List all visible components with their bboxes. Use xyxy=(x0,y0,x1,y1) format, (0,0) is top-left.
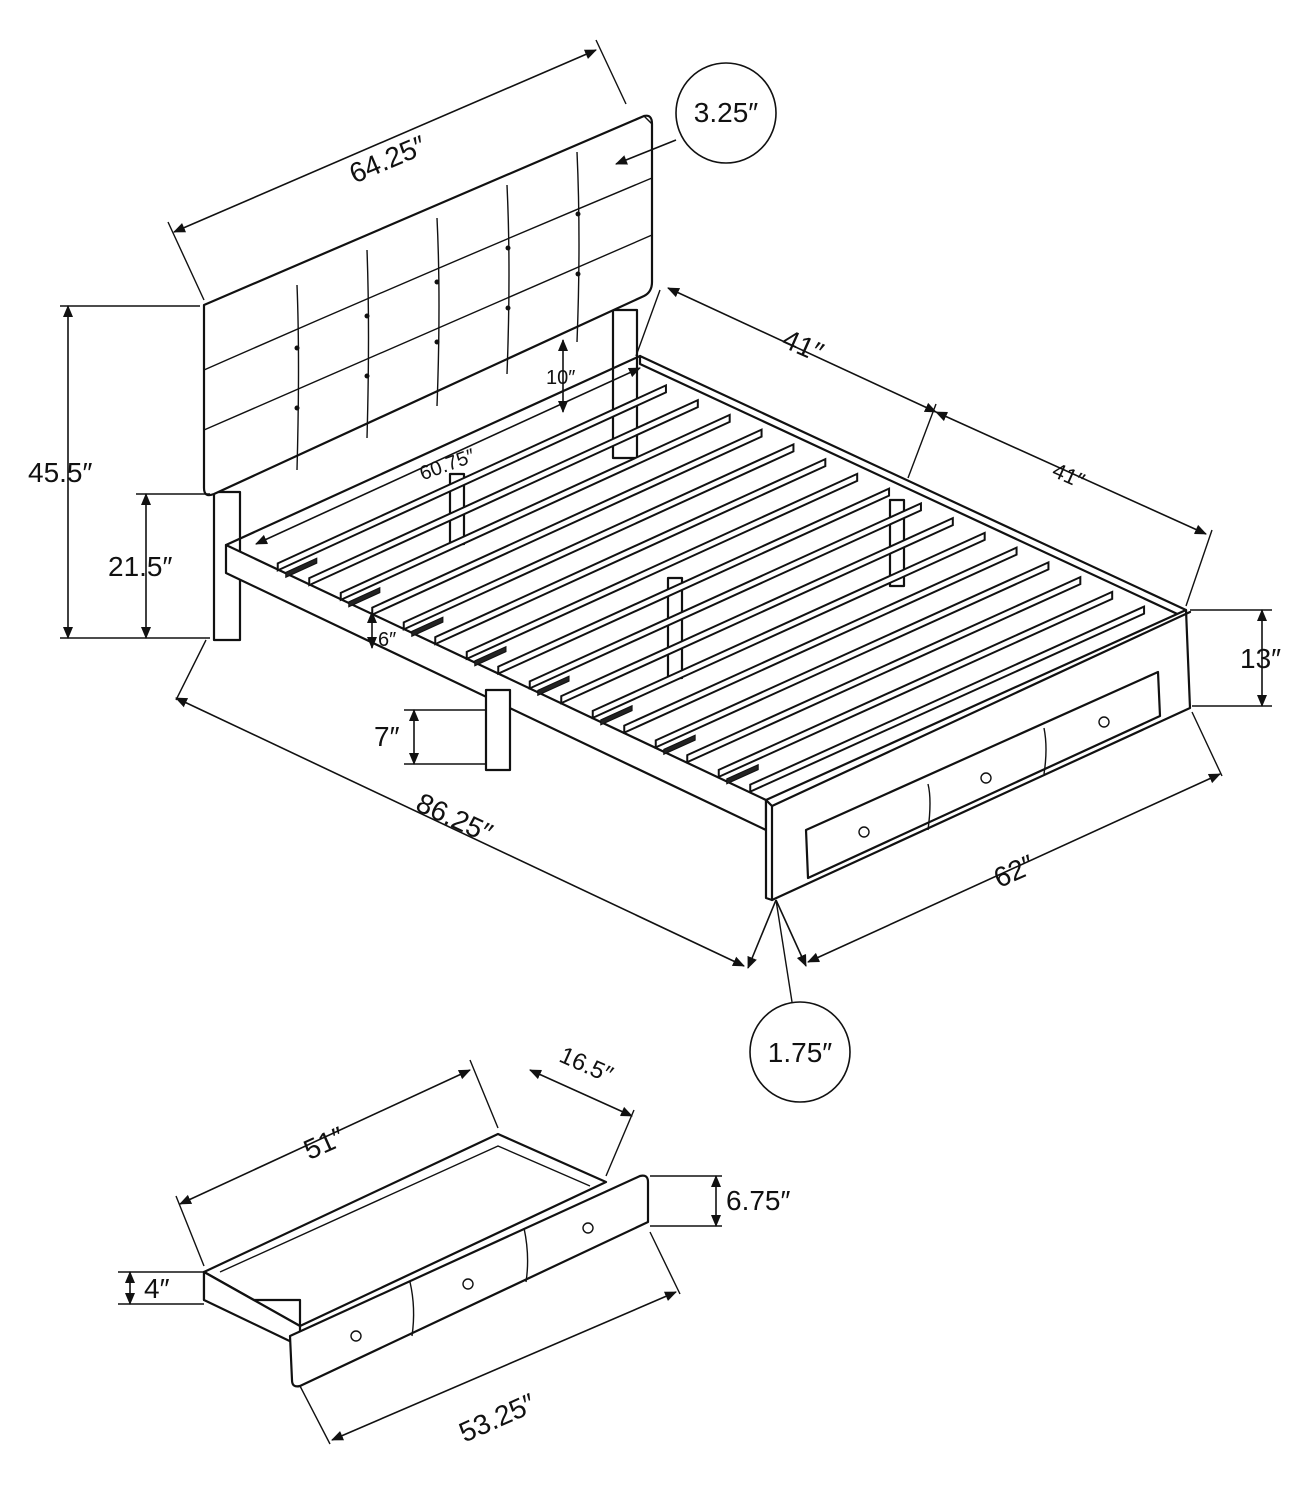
label-headboard-thickness: 3.25″ xyxy=(694,97,758,128)
slat xyxy=(749,605,1146,794)
label-drawer-front-length: 53.25″ xyxy=(454,1387,540,1448)
label-leg-height-front: 21.5″ xyxy=(108,551,172,582)
label-total-height: 45.5″ xyxy=(28,457,92,488)
dimension-lines xyxy=(60,39,1272,1445)
label-footboard-height: 13″ xyxy=(1240,643,1281,674)
label-drawer-front-height: 6.75″ xyxy=(726,1185,790,1216)
slat xyxy=(528,501,922,690)
label-footboard-thickness: 1.75″ xyxy=(768,1037,832,1068)
label-drawer-depth: 16.5″ xyxy=(555,1042,617,1089)
label-headboard-width: 64.25″ xyxy=(345,129,431,189)
slat-shadow xyxy=(348,586,381,608)
bed-illustration xyxy=(202,114,1192,902)
slat-shadow xyxy=(474,645,507,667)
label-rail-height: 6″ xyxy=(378,629,396,651)
slat-shadow xyxy=(537,675,570,697)
drawer-illustration xyxy=(202,1132,650,1388)
headboard xyxy=(202,114,654,497)
slat xyxy=(465,472,859,661)
label-drawer-box-height: 4″ xyxy=(144,1273,170,1304)
slat xyxy=(497,487,891,676)
slat-shadow xyxy=(285,557,318,579)
label-side-length-b: 41″ xyxy=(1049,458,1089,494)
label-total-width: 62″ xyxy=(989,849,1039,894)
label-leg-height: 7″ xyxy=(374,721,400,752)
label-drawer-length: 51″ xyxy=(299,1121,349,1166)
label-headboard-gap: 10″ xyxy=(546,367,575,389)
label-total-length: 86.25″ xyxy=(412,787,498,849)
slat-shadow xyxy=(411,616,444,638)
slat xyxy=(434,457,827,646)
label-side-length-a: 41″ xyxy=(778,323,828,368)
